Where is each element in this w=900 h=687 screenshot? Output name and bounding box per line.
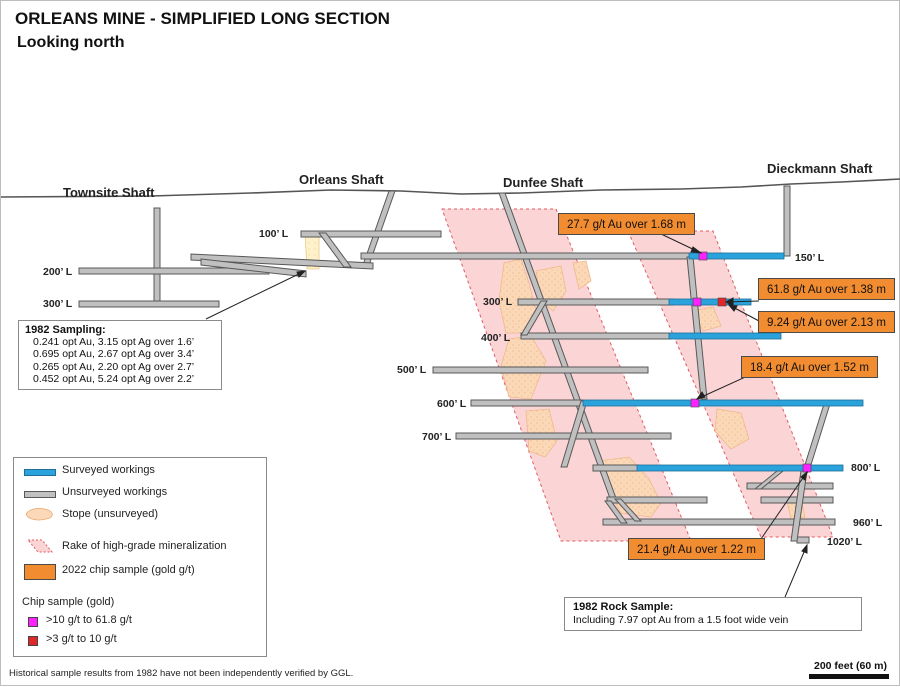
townsite-shaft-label: Townsite Shaft	[63, 185, 155, 200]
level-400-label: 400’ L	[481, 332, 511, 344]
stope-east-lower	[714, 408, 750, 450]
chip-marker-800	[802, 463, 812, 473]
sub-level-c	[606, 496, 708, 504]
legend-chip2022-label: 2022 chip sample (gold g/t)	[62, 564, 195, 576]
level-600-label: 600’ L	[437, 398, 467, 410]
chip-marker-150	[698, 251, 708, 261]
winze-lower-west	[604, 500, 628, 524]
rock-sample-box: 1982 Rock Sample: Including 7.97 opt Au …	[564, 597, 862, 631]
chip-callout-4: 18.4 g/t Au over 1.52 m	[741, 356, 878, 378]
legend-unsurveyed-label: Unsurveyed workings	[62, 486, 168, 498]
sampling-1982-row: 0.241 opt Au, 3.15 opt Ag over 1.6’	[33, 336, 195, 349]
legend-chip-header: Chip sample (gold)	[22, 596, 115, 608]
chip-sample-markers	[690, 251, 812, 473]
level-800-surveyed	[636, 464, 844, 472]
unsurveyed-workings	[78, 185, 836, 544]
level-800-drift-gray	[592, 464, 640, 472]
scale-bar	[809, 674, 889, 679]
stope-upper-small	[572, 260, 592, 290]
level-150-label: 150’ L	[795, 252, 825, 264]
orleans-main-drift	[190, 253, 374, 270]
sampling-1982-row: 0.452 opt Au, 5.24 opt Ag over 2.2’	[33, 372, 195, 385]
winze-lower-ramp	[613, 498, 643, 522]
chip-callout-3: 9.24 g/t Au over 2.13 m	[758, 311, 895, 333]
sub-level-a	[746, 482, 834, 490]
orleans-link	[318, 232, 352, 268]
legend-mid-label: >3 g/t to 10 g/t	[46, 633, 117, 645]
level-300-surveyed	[668, 298, 752, 306]
level-1020-label: 1020’ L	[827, 536, 863, 548]
legend-surveyed-label: Surveyed workings	[62, 464, 155, 476]
legend: Surveyed workings Unsurveyed workings St…	[13, 457, 267, 657]
level-100-drift	[300, 230, 442, 238]
chip-marker-300b	[717, 297, 727, 307]
level-300-east-label: 300’ L	[483, 296, 513, 308]
legend-mid-swatch	[28, 636, 38, 646]
legend-stope-swatch	[25, 507, 53, 521]
level-300-west-drift	[78, 300, 220, 308]
legend-rake-swatch	[26, 539, 54, 553]
orleans-ramp	[200, 258, 307, 278]
dieckmann-shaft	[783, 185, 791, 257]
level-1020-stub	[796, 536, 810, 544]
surveyed-workings	[582, 252, 864, 472]
legend-rake-label: Rake of high-grade mineralization	[62, 540, 227, 552]
sampling-1982-box: 1982 Sampling: 0.241 opt Au, 3.15 opt Ag…	[18, 320, 222, 390]
sampling-1982-header: 1982 Sampling:	[25, 324, 106, 336]
dunfee-shaft-label: Dunfee Shaft	[503, 175, 584, 190]
legend-stope-label: Stope (unsurveyed)	[62, 508, 158, 520]
level-150-west-drift	[360, 252, 692, 260]
level-600-surveyed	[582, 399, 864, 407]
level-500-drift	[432, 366, 649, 374]
dieckmann-shaft-label: Dieckmann Shaft	[767, 161, 873, 176]
level-800-label: 800’ L	[851, 462, 881, 474]
legend-high-swatch	[28, 617, 38, 627]
legend-surveyed-swatch	[24, 469, 56, 476]
level-300-west-label: 300’ L	[43, 298, 73, 310]
level-600-drift-gray	[470, 399, 584, 407]
sampling-1982-row: 0.265 opt Au, 2.20 opt Ag over 2.7’	[33, 360, 195, 373]
level-960-label: 960’ L	[853, 517, 883, 529]
level-100-label: 100’ L	[259, 228, 289, 240]
rock-sample-text: Including 7.97 opt Au from a 1.5 foot wi…	[573, 614, 789, 626]
ground-surface	[1, 178, 900, 198]
footnote: Historical sample results from 1982 have…	[9, 668, 354, 679]
chip-callout-2: 61.8 g/t Au over 1.38 m	[758, 278, 895, 300]
chip-callout-1: 27.7 g/t Au over 1.68 m	[558, 213, 695, 235]
sampling-1982-row: 0.695 opt Au, 2.67 opt Ag over 3.4’	[33, 348, 195, 361]
figure-title: ORLEANS MINE - SIMPLIFIED LONG SECTION	[15, 9, 390, 28]
orleans-shaft-label: Orleans Shaft	[299, 172, 384, 187]
chip-callout-5: 21.4 g/t Au over 1.22 m	[628, 538, 765, 560]
figure-subtitle: Looking north	[17, 34, 125, 51]
legend-high-label: >10 g/t to 61.8 g/t	[46, 614, 132, 626]
rock-sample-header: 1982 Rock Sample:	[573, 601, 674, 613]
townsite-shaft	[153, 207, 161, 307]
level-500-label: 500’ L	[397, 364, 427, 376]
level-150-surveyed	[688, 252, 785, 260]
level-700-label: 700’ L	[422, 431, 452, 443]
chip-marker-600	[690, 398, 700, 408]
winze-upper	[520, 300, 548, 336]
legend-unsurveyed-swatch	[24, 491, 56, 498]
level-200-label: 200’ L	[43, 266, 73, 278]
level-400-surveyed	[668, 332, 782, 340]
level-400-drift-gray	[520, 332, 672, 340]
winze-east-2	[802, 403, 831, 472]
level-700-drift	[455, 432, 672, 440]
chip-marker-300a	[692, 297, 702, 307]
level-960-drift	[602, 518, 836, 526]
legend-chip2022-swatch	[24, 564, 56, 580]
scale-bar-label: 200 feet (60 m)	[814, 660, 887, 672]
